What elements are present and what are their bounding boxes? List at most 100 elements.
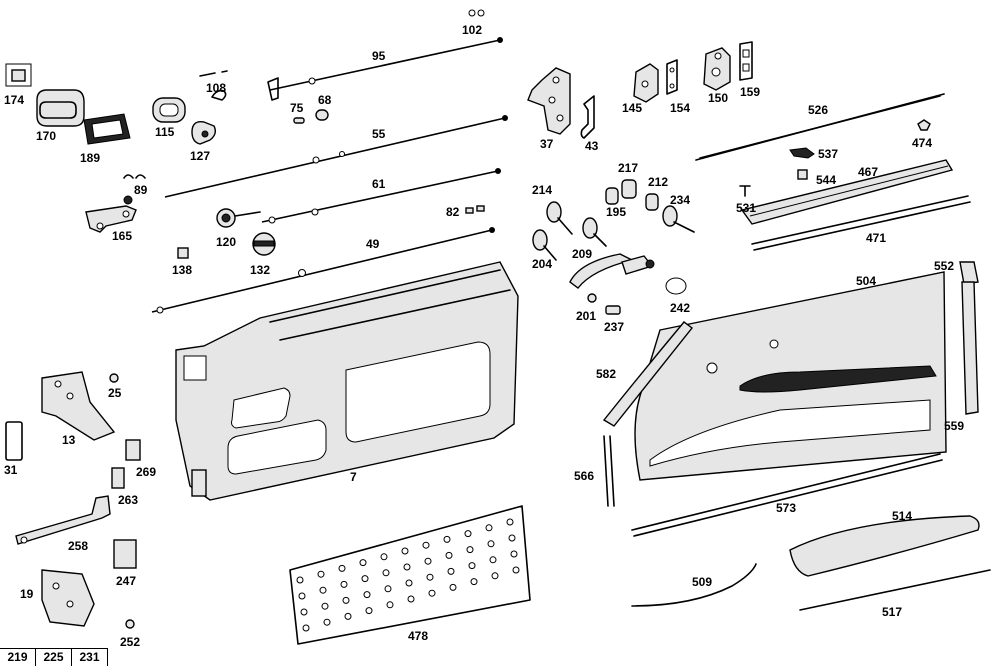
label-514: 514 bbox=[892, 509, 912, 523]
panel-hole bbox=[300, 608, 308, 616]
panel-hole bbox=[317, 570, 325, 578]
label-61: 61 bbox=[372, 177, 386, 191]
part-37-hinge bbox=[527, 67, 571, 135]
part-170-handle-escutcheon bbox=[36, 89, 85, 127]
part-25-clip bbox=[109, 373, 119, 383]
reference-cell: 231 bbox=[72, 649, 108, 666]
panel-hole bbox=[401, 547, 409, 555]
part-552-clip bbox=[959, 261, 979, 285]
label-204: 204 bbox=[532, 257, 552, 271]
part-165-latch bbox=[85, 195, 137, 233]
label-154: 154 bbox=[670, 101, 690, 115]
part-531-clip bbox=[739, 185, 751, 197]
label-145: 145 bbox=[622, 101, 642, 115]
part-68-bushing bbox=[315, 109, 329, 121]
panel-hole bbox=[485, 524, 493, 532]
label-237: 237 bbox=[604, 320, 624, 334]
label-531: 531 bbox=[736, 201, 756, 215]
part-127-lever bbox=[191, 121, 217, 145]
label-75: 75 bbox=[290, 101, 304, 115]
label-582: 582 bbox=[596, 367, 616, 381]
label-573: 573 bbox=[776, 501, 796, 515]
label-68: 68 bbox=[318, 93, 332, 107]
label-25: 25 bbox=[108, 386, 122, 400]
label-31: 31 bbox=[4, 463, 18, 477]
part-7-door-shell bbox=[175, 261, 519, 501]
label-132: 132 bbox=[250, 263, 270, 277]
label-95: 95 bbox=[372, 49, 386, 63]
panel-hole bbox=[466, 546, 474, 554]
label-517: 517 bbox=[882, 605, 902, 619]
part-19-hinge bbox=[41, 569, 95, 627]
part-212-cylinder bbox=[645, 193, 659, 211]
label-209: 209 bbox=[572, 247, 592, 261]
part-234-key bbox=[662, 205, 695, 233]
part-478-panel bbox=[289, 505, 531, 645]
rod-55 bbox=[164, 115, 508, 198]
label-174: 174 bbox=[4, 93, 24, 107]
panel-hole bbox=[449, 583, 457, 591]
reference-cell: 225 bbox=[36, 649, 72, 666]
part-13-hinge bbox=[41, 371, 116, 441]
part-145-striker bbox=[633, 63, 659, 103]
label-13: 13 bbox=[62, 433, 76, 447]
panel-hole bbox=[508, 534, 516, 542]
panel-hole bbox=[443, 535, 451, 543]
label-252: 252 bbox=[120, 635, 140, 649]
panel-hole bbox=[407, 595, 415, 603]
label-504: 504 bbox=[856, 274, 876, 288]
label-138: 138 bbox=[172, 263, 192, 277]
part-89-clip bbox=[123, 174, 146, 179]
label-467: 467 bbox=[858, 165, 878, 179]
panel-hole bbox=[386, 601, 394, 609]
part-566-seal bbox=[603, 435, 615, 507]
part-159-plate bbox=[739, 41, 753, 81]
panel-hole bbox=[321, 602, 329, 610]
label-159: 159 bbox=[740, 85, 760, 99]
part-43-bracket bbox=[580, 95, 595, 139]
label-195: 195 bbox=[606, 205, 626, 219]
panel-hole bbox=[510, 550, 518, 558]
panel-hole bbox=[506, 518, 514, 526]
rod-49 bbox=[151, 227, 495, 314]
part-102-clip bbox=[468, 9, 485, 17]
label-165: 165 bbox=[112, 229, 132, 243]
label-170: 170 bbox=[36, 129, 56, 143]
label-43: 43 bbox=[585, 139, 599, 153]
label-566: 566 bbox=[574, 469, 594, 483]
panel-hole bbox=[298, 592, 306, 600]
label-115: 115 bbox=[155, 125, 175, 139]
part-75-pin bbox=[293, 117, 305, 124]
part-120-knob bbox=[216, 208, 261, 228]
panel-hole bbox=[512, 566, 520, 574]
part-517-strip bbox=[799, 569, 991, 611]
panel-hole bbox=[489, 556, 497, 564]
panel-hole bbox=[338, 564, 346, 572]
part-269-cover bbox=[125, 439, 141, 461]
part-138-clip bbox=[177, 247, 189, 259]
label-55: 55 bbox=[372, 127, 386, 141]
part-132-grommet bbox=[252, 232, 276, 256]
part-217-cylinder bbox=[621, 179, 637, 199]
part-154-plate bbox=[666, 59, 678, 95]
label-201: 201 bbox=[576, 309, 596, 323]
label-258: 258 bbox=[68, 539, 88, 553]
label-269: 269 bbox=[136, 465, 156, 479]
part-559-strip bbox=[961, 281, 979, 415]
panel-holes bbox=[296, 518, 520, 632]
label-474: 474 bbox=[912, 136, 932, 150]
part-31-seal bbox=[5, 421, 23, 461]
label-37: 37 bbox=[540, 137, 554, 151]
panel-hole bbox=[296, 576, 304, 584]
panel-hole bbox=[468, 562, 476, 570]
label-19: 19 bbox=[20, 587, 34, 601]
part-189-cup bbox=[83, 113, 131, 145]
panel-hole bbox=[426, 573, 434, 581]
part-514-armrest bbox=[789, 515, 980, 577]
panel-hole bbox=[464, 530, 472, 538]
label-214: 214 bbox=[532, 183, 552, 197]
part-509-trim bbox=[631, 563, 757, 607]
part-537-knob bbox=[789, 147, 815, 159]
panel-hole bbox=[319, 586, 327, 594]
part-471-strip bbox=[751, 195, 971, 251]
